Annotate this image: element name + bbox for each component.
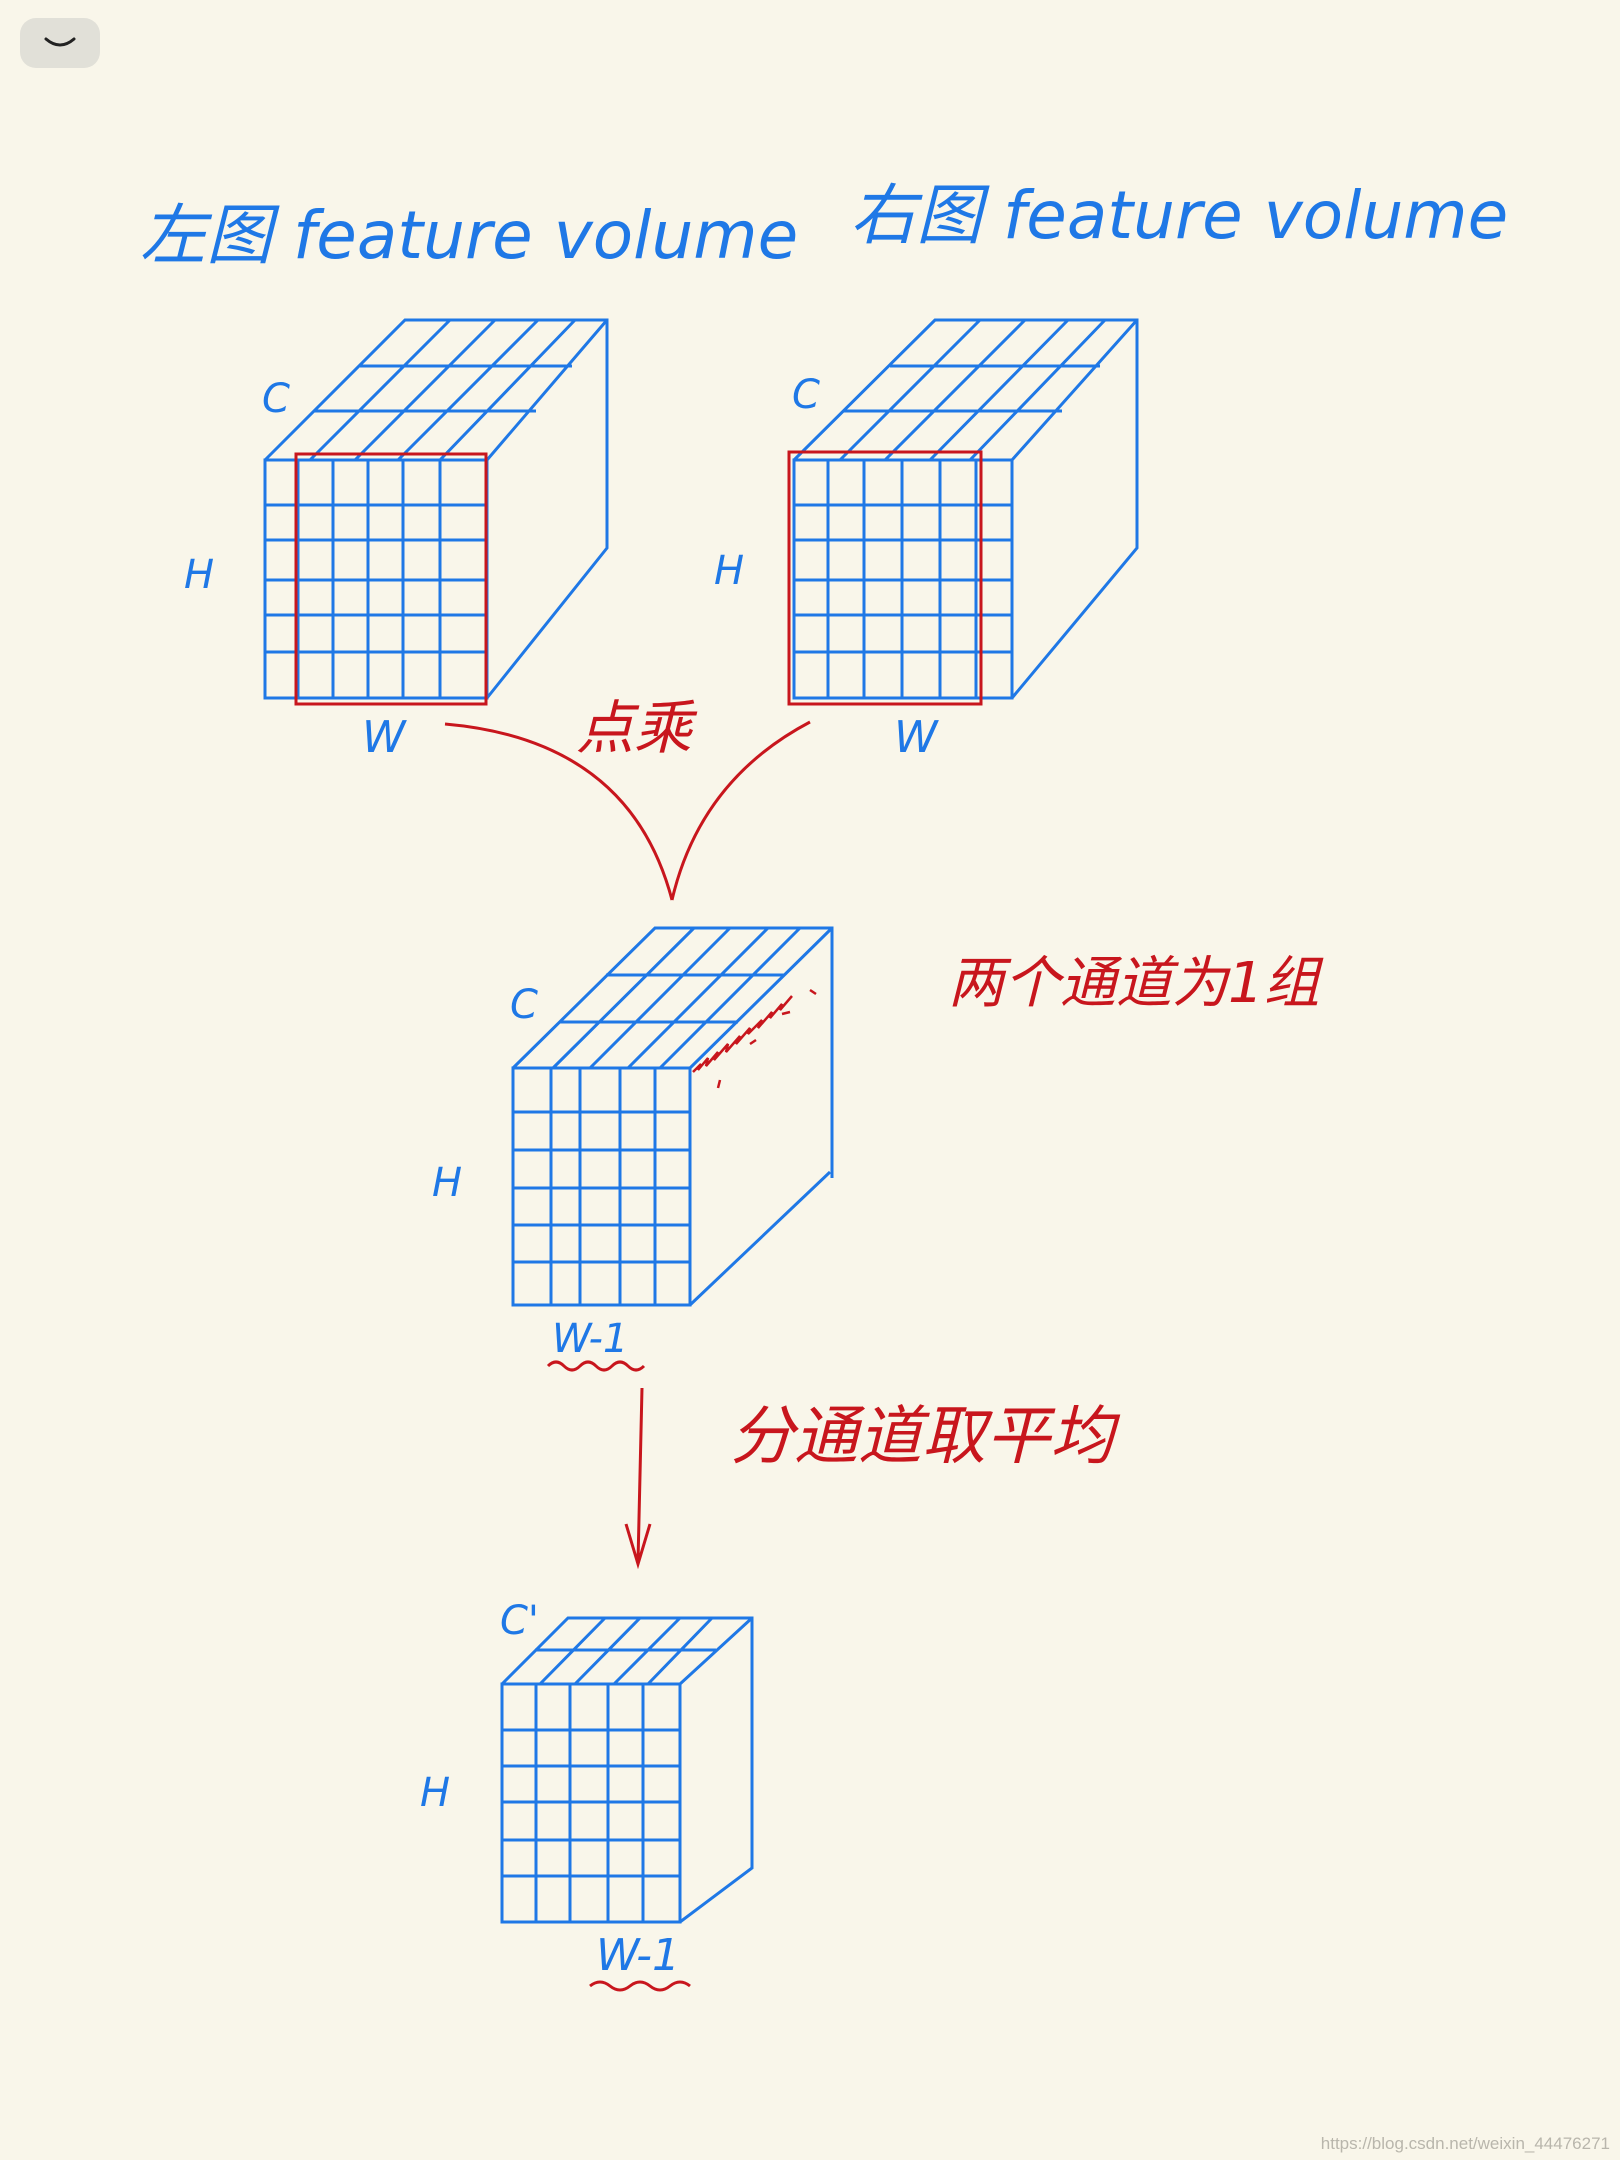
- channel-group-squiggle: [692, 995, 793, 1073]
- mid-h-label: H: [432, 1160, 462, 1206]
- chevron-down-icon: [44, 37, 76, 47]
- right-title: 右图 feature volume: [850, 177, 1508, 254]
- right-slice-highlight: [787, 450, 983, 706]
- bottom-w-label: W-1: [596, 1930, 680, 1981]
- average-annotation: 分通道取平均: [730, 1400, 1121, 1474]
- left-h-label: H: [184, 552, 214, 598]
- mid-w-underline: [546, 1360, 646, 1372]
- channel-group-marks: [716, 988, 817, 1089]
- bottom-w-underline: [589, 1980, 691, 1992]
- left-title: 左图 feature volume: [140, 197, 798, 274]
- left-slice-highlight: [294, 452, 488, 706]
- bottom-c-prime-label: C': [500, 1598, 539, 1644]
- left-c-label: C: [262, 376, 290, 422]
- watermark: https://blog.csdn.net/weixin_44476271: [1320, 2134, 1610, 2153]
- correlation-volume: [511, 926, 834, 1307]
- dot-product-label: 点乘: [576, 694, 698, 762]
- mid-w-label: W-1: [552, 1316, 628, 1362]
- bottom-h-label: H: [420, 1770, 450, 1816]
- group-annotation: 两个通道为1组: [948, 951, 1324, 1016]
- mid-c-label: C: [510, 982, 538, 1028]
- dot-product-curve-left: [444, 722, 674, 901]
- dot-product-curve-right: [670, 720, 811, 901]
- collapse-button[interactable]: [20, 18, 100, 68]
- left-feature-volume: [263, 318, 609, 700]
- average-arrow: [624, 1387, 652, 1570]
- grouped-volume: [500, 1616, 754, 1924]
- right-w-label: W: [894, 712, 939, 763]
- right-h-label: H: [714, 548, 744, 594]
- right-c-label: C: [792, 372, 820, 418]
- right-feature-volume: [792, 318, 1139, 700]
- left-w-label: W: [362, 712, 407, 763]
